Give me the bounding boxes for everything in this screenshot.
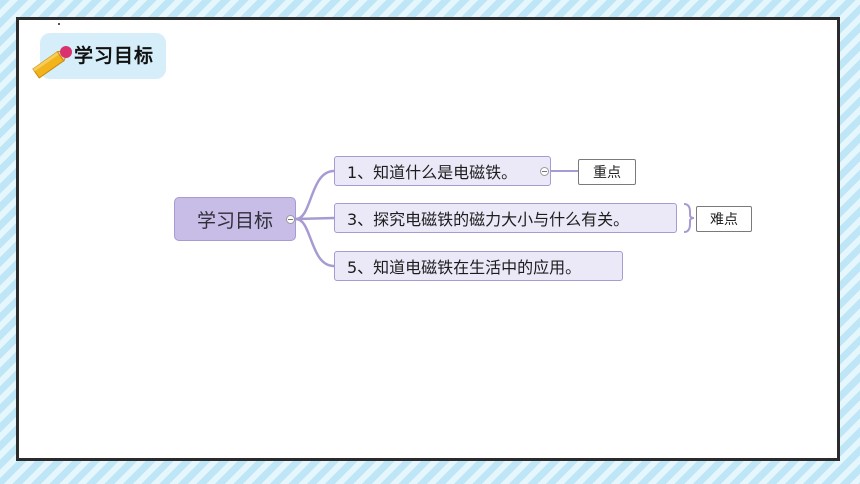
collapse-icon[interactable] — [286, 215, 295, 224]
collapse-icon[interactable] — [540, 167, 549, 176]
connector-branch-3 — [295, 217, 335, 268]
tag-difficult-point[interactable]: 难点 — [696, 206, 752, 232]
connector-branch-2 — [295, 216, 335, 221]
decorative-dot — [58, 23, 60, 25]
branch-node-3[interactable]: 5、知道电磁铁在生活中的应用。 — [334, 251, 623, 281]
pencil-icon — [32, 46, 72, 79]
connector-branch-1 — [295, 169, 335, 221]
mindmap-root[interactable]: 学习目标 — [174, 197, 296, 241]
slide-canvas — [16, 17, 840, 461]
branch-node-2[interactable]: 3、探究电磁铁的磁力大小与什么有关。 — [334, 203, 677, 233]
brace-icon — [683, 203, 695, 233]
branch-node-1[interactable]: 1、知道什么是电磁铁。 — [334, 156, 551, 186]
page-title: 学习目标 — [74, 45, 155, 67]
tag-key-point[interactable]: 重点 — [578, 159, 636, 185]
